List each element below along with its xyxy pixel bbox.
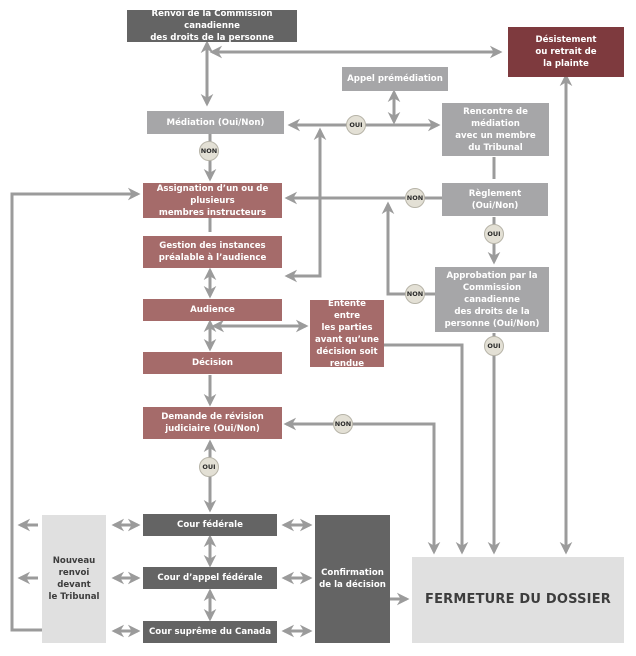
node-desistement: Désistement ou retrait de la plainte (508, 27, 624, 77)
badge-reglement-oui: OUI (484, 224, 504, 244)
node-approbation-commission: Approbation par la Commission canadienne… (435, 267, 549, 332)
node-fermeture-dossier: FERMETURE DU DOSSIER (412, 557, 624, 643)
connector-loop-assignation (10, 187, 141, 632)
node-appel-premediation: Appel prémédiation (342, 67, 448, 91)
connector-entente-fermeture (384, 343, 469, 555)
node-reglement: Règlement (Oui/Non) (442, 183, 548, 216)
node-revision-judiciaire: Demande de révision judiciaire (Oui/Non) (143, 407, 282, 439)
badge-revision-oui: OUI (199, 457, 219, 477)
node-mediation: Médiation (Oui/Non) (147, 111, 284, 134)
badge-reglement-non: NON (405, 188, 425, 208)
node-cour-federale: Cour fédérale (143, 514, 277, 536)
badge-mediation-oui: OUI (346, 115, 366, 135)
node-assignation: Assignation d’un ou de plusieurs membres… (143, 183, 282, 218)
node-renvoi-commission: Renvoi de la Commission canadienne des d… (127, 9, 297, 43)
node-cour-supreme: Cour suprême du Canada (143, 621, 277, 643)
node-nouveau-renvoi: Nouveau renvoi devant le Tribunal (42, 515, 106, 643)
node-entente-parties: Entente entre les parties avant qu’une d… (310, 299, 384, 369)
node-audience: Audience (143, 299, 282, 321)
connector-gestion-mediation (284, 127, 327, 283)
connector-approbation-non (381, 201, 435, 296)
badge-approbation-oui: OUI (484, 336, 504, 356)
badge-revision-non: NON (333, 414, 353, 434)
node-rencontre-mediation: Rencontre de médiation avec un membre du… (442, 103, 549, 156)
badge-approbation-non: NON (405, 284, 425, 304)
node-decision: Décision (143, 352, 282, 374)
badge-mediation-non: NON (199, 141, 219, 161)
node-gestion-instances: Gestion des instances préalable à l’audi… (143, 236, 282, 268)
node-confirmation-decision: Confirmation de la décision (315, 515, 390, 643)
node-cour-appel-federale: Cour d’appel fédérale (143, 567, 277, 589)
